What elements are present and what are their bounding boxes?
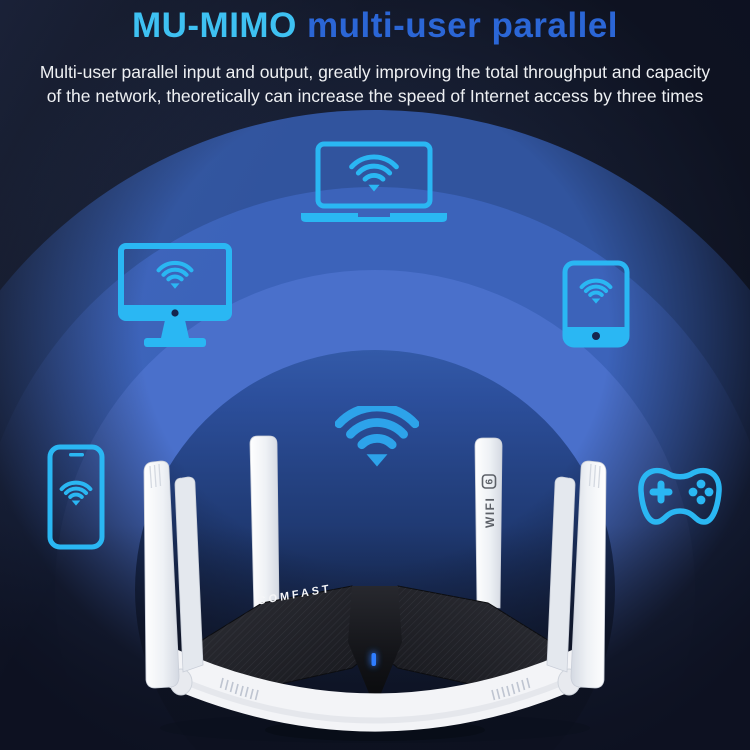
router-antenna-left-outer [143, 460, 204, 696]
router-antenna-wifi6: WIFI 6 [474, 437, 503, 609]
router-image: WIFI 6 COMFAST [125, 430, 625, 750]
router-antenna-right-outer [546, 460, 607, 696]
base-vents-left [219, 677, 259, 701]
router-body-top: COMFAST [182, 583, 568, 708]
status-led [371, 653, 376, 666]
wifi6-badge: WIFI 6 [481, 474, 497, 528]
title-highlight: MU-MIMO [131, 6, 297, 45]
base-vents-right [491, 677, 531, 701]
wifi6-badge-text: WIFI [483, 497, 497, 528]
router-antenna-left-mid [249, 435, 280, 613]
subtitle-line-1: Multi-user parallel input and output, gr… [39, 62, 711, 82]
smartphone-wifi-icon [46, 444, 106, 550]
wifi-signal-icon [335, 406, 419, 470]
wifi6-badge-number: 6 [485, 479, 496, 485]
laptop-wifi-icon [298, 141, 450, 227]
title-rest: multi-user parallel [296, 6, 619, 45]
router-base [146, 646, 604, 732]
page-title: MU-MIMO multi-user parallel [0, 6, 750, 46]
page-subtitle: Multi-user parallel input and output, gr… [0, 60, 750, 108]
tablet-wifi-icon [562, 260, 630, 348]
subtitle-line-2: of the network, theoretically can increa… [46, 86, 704, 106]
desktop-wifi-icon [118, 243, 232, 355]
gamepad-icon [634, 461, 726, 533]
